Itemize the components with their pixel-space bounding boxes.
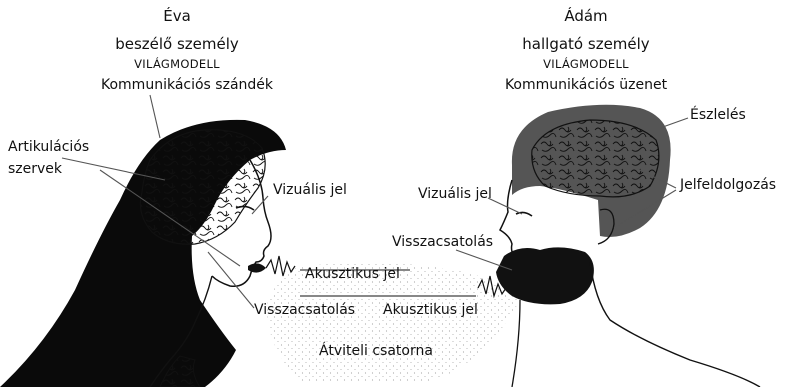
processing-label: Jelfeldolgozás	[680, 177, 776, 194]
listener-name: Ádám	[564, 8, 607, 25]
speaker-role: beszélő személy	[115, 36, 239, 53]
articulation-label-line1: Artikulációs	[8, 139, 89, 156]
listener-collar	[512, 300, 520, 387]
speaker-name: Éva	[163, 8, 191, 25]
listener-eye	[516, 212, 532, 216]
listener-world-model: VILÁGMODELL	[543, 56, 629, 73]
articulation-label-line2: szervek	[8, 161, 62, 178]
listener-visual-signal-label: Vizuális jel	[418, 186, 492, 203]
speaker-figure	[0, 120, 295, 387]
speaker-world-model: VILÁGMODELL	[134, 56, 220, 73]
acoustic-signal-label-bottom: Akusztikus jel	[383, 302, 478, 319]
listener-feedback-label: Visszacsatolás	[392, 234, 493, 251]
listener-role: hallgató személy	[522, 36, 649, 53]
perception-label: Észlelés	[690, 107, 746, 124]
speaker-mouth	[248, 263, 266, 272]
transmission-channel-label: Átviteli csatorna	[319, 343, 433, 360]
listener-figure	[478, 105, 760, 387]
listener-brain	[532, 120, 659, 197]
speaker-intent-label: Kommunikációs szándék	[101, 77, 273, 94]
listener-message-label: Kommunikációs üzenet	[505, 77, 667, 94]
speaker-feedback-label: Visszacsatolás	[254, 302, 355, 319]
listener-neck	[590, 262, 760, 387]
speaker-visual-signal-label: Vizuális jel	[273, 182, 347, 199]
acoustic-signal-label-top: Akusztikus jel	[305, 266, 400, 283]
